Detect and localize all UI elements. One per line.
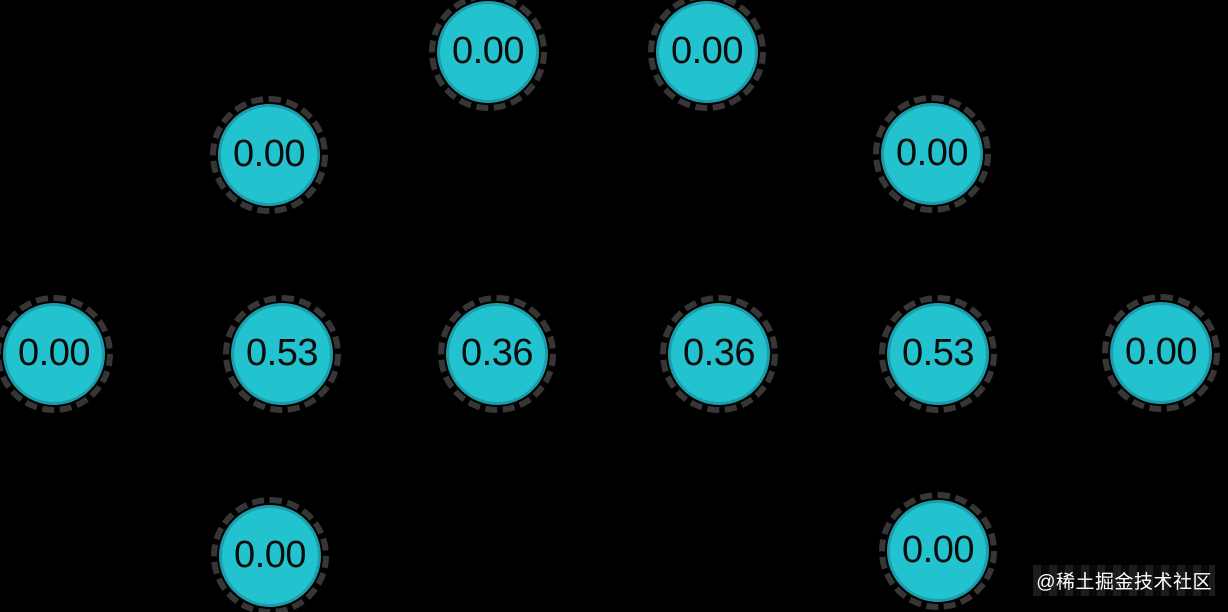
node-circle: 0.00 xyxy=(218,104,320,206)
graph-node: 0.00 xyxy=(210,96,328,214)
graph-node: 0.00 xyxy=(429,0,547,111)
graph-node: 0.00 xyxy=(873,95,991,213)
node-value-label: 0.00 xyxy=(452,30,524,72)
node-value-label: 0.00 xyxy=(233,133,305,175)
edge-artifact-ring xyxy=(879,492,997,610)
node-value-label: 0.53 xyxy=(246,332,318,374)
graph-node: 0.36 xyxy=(438,295,556,413)
graph-node: 0.53 xyxy=(879,295,997,413)
edge-artifact-ring xyxy=(211,497,329,612)
graph-node: 0.00 xyxy=(0,295,113,413)
node-circle: 0.00 xyxy=(1110,302,1212,404)
node-circle: 0.53 xyxy=(887,303,989,405)
graph-node: 0.00 xyxy=(211,497,329,612)
edge-artifact-ring xyxy=(873,95,991,213)
edge-artifact-ring xyxy=(879,295,997,413)
node-value-label: 0.00 xyxy=(234,534,306,576)
node-value-label: 0.00 xyxy=(896,132,968,174)
node-circle: 0.00 xyxy=(219,505,321,607)
graph-node: 0.00 xyxy=(648,0,766,111)
graph-node: 0.00 xyxy=(1102,294,1220,412)
graph-node: 0.53 xyxy=(223,295,341,413)
graph-node: 0.00 xyxy=(879,492,997,610)
node-circle: 0.00 xyxy=(881,103,983,205)
edge-artifact-ring xyxy=(438,295,556,413)
edge-artifact-ring xyxy=(660,295,778,413)
node-circle: 0.00 xyxy=(887,500,989,602)
node-value-label: 0.36 xyxy=(461,332,533,374)
node-value-label: 0.00 xyxy=(1125,331,1197,373)
edge-artifact-ring xyxy=(429,0,547,111)
node-circle: 0.00 xyxy=(437,1,539,103)
node-circle: 0.53 xyxy=(231,303,333,405)
edge-artifact-ring xyxy=(648,0,766,111)
edge-artifact-ring xyxy=(0,295,113,413)
node-value-label: 0.00 xyxy=(18,332,90,374)
node-value-label: 0.53 xyxy=(902,332,974,374)
edge-artifact-ring xyxy=(1102,294,1220,412)
edge-artifact-ring xyxy=(210,96,328,214)
node-circle: 0.00 xyxy=(656,1,758,103)
node-circle: 0.36 xyxy=(668,303,770,405)
node-value-label: 0.36 xyxy=(683,332,755,374)
watermark: @稀土掘金技术社区 xyxy=(1033,565,1215,596)
node-value-label: 0.00 xyxy=(671,30,743,72)
graph-node: 0.36 xyxy=(660,295,778,413)
edge-artifact-ring xyxy=(223,295,341,413)
node-value-label: 0.00 xyxy=(902,529,974,571)
node-circle: 0.36 xyxy=(446,303,548,405)
node-circle: 0.00 xyxy=(3,303,105,405)
